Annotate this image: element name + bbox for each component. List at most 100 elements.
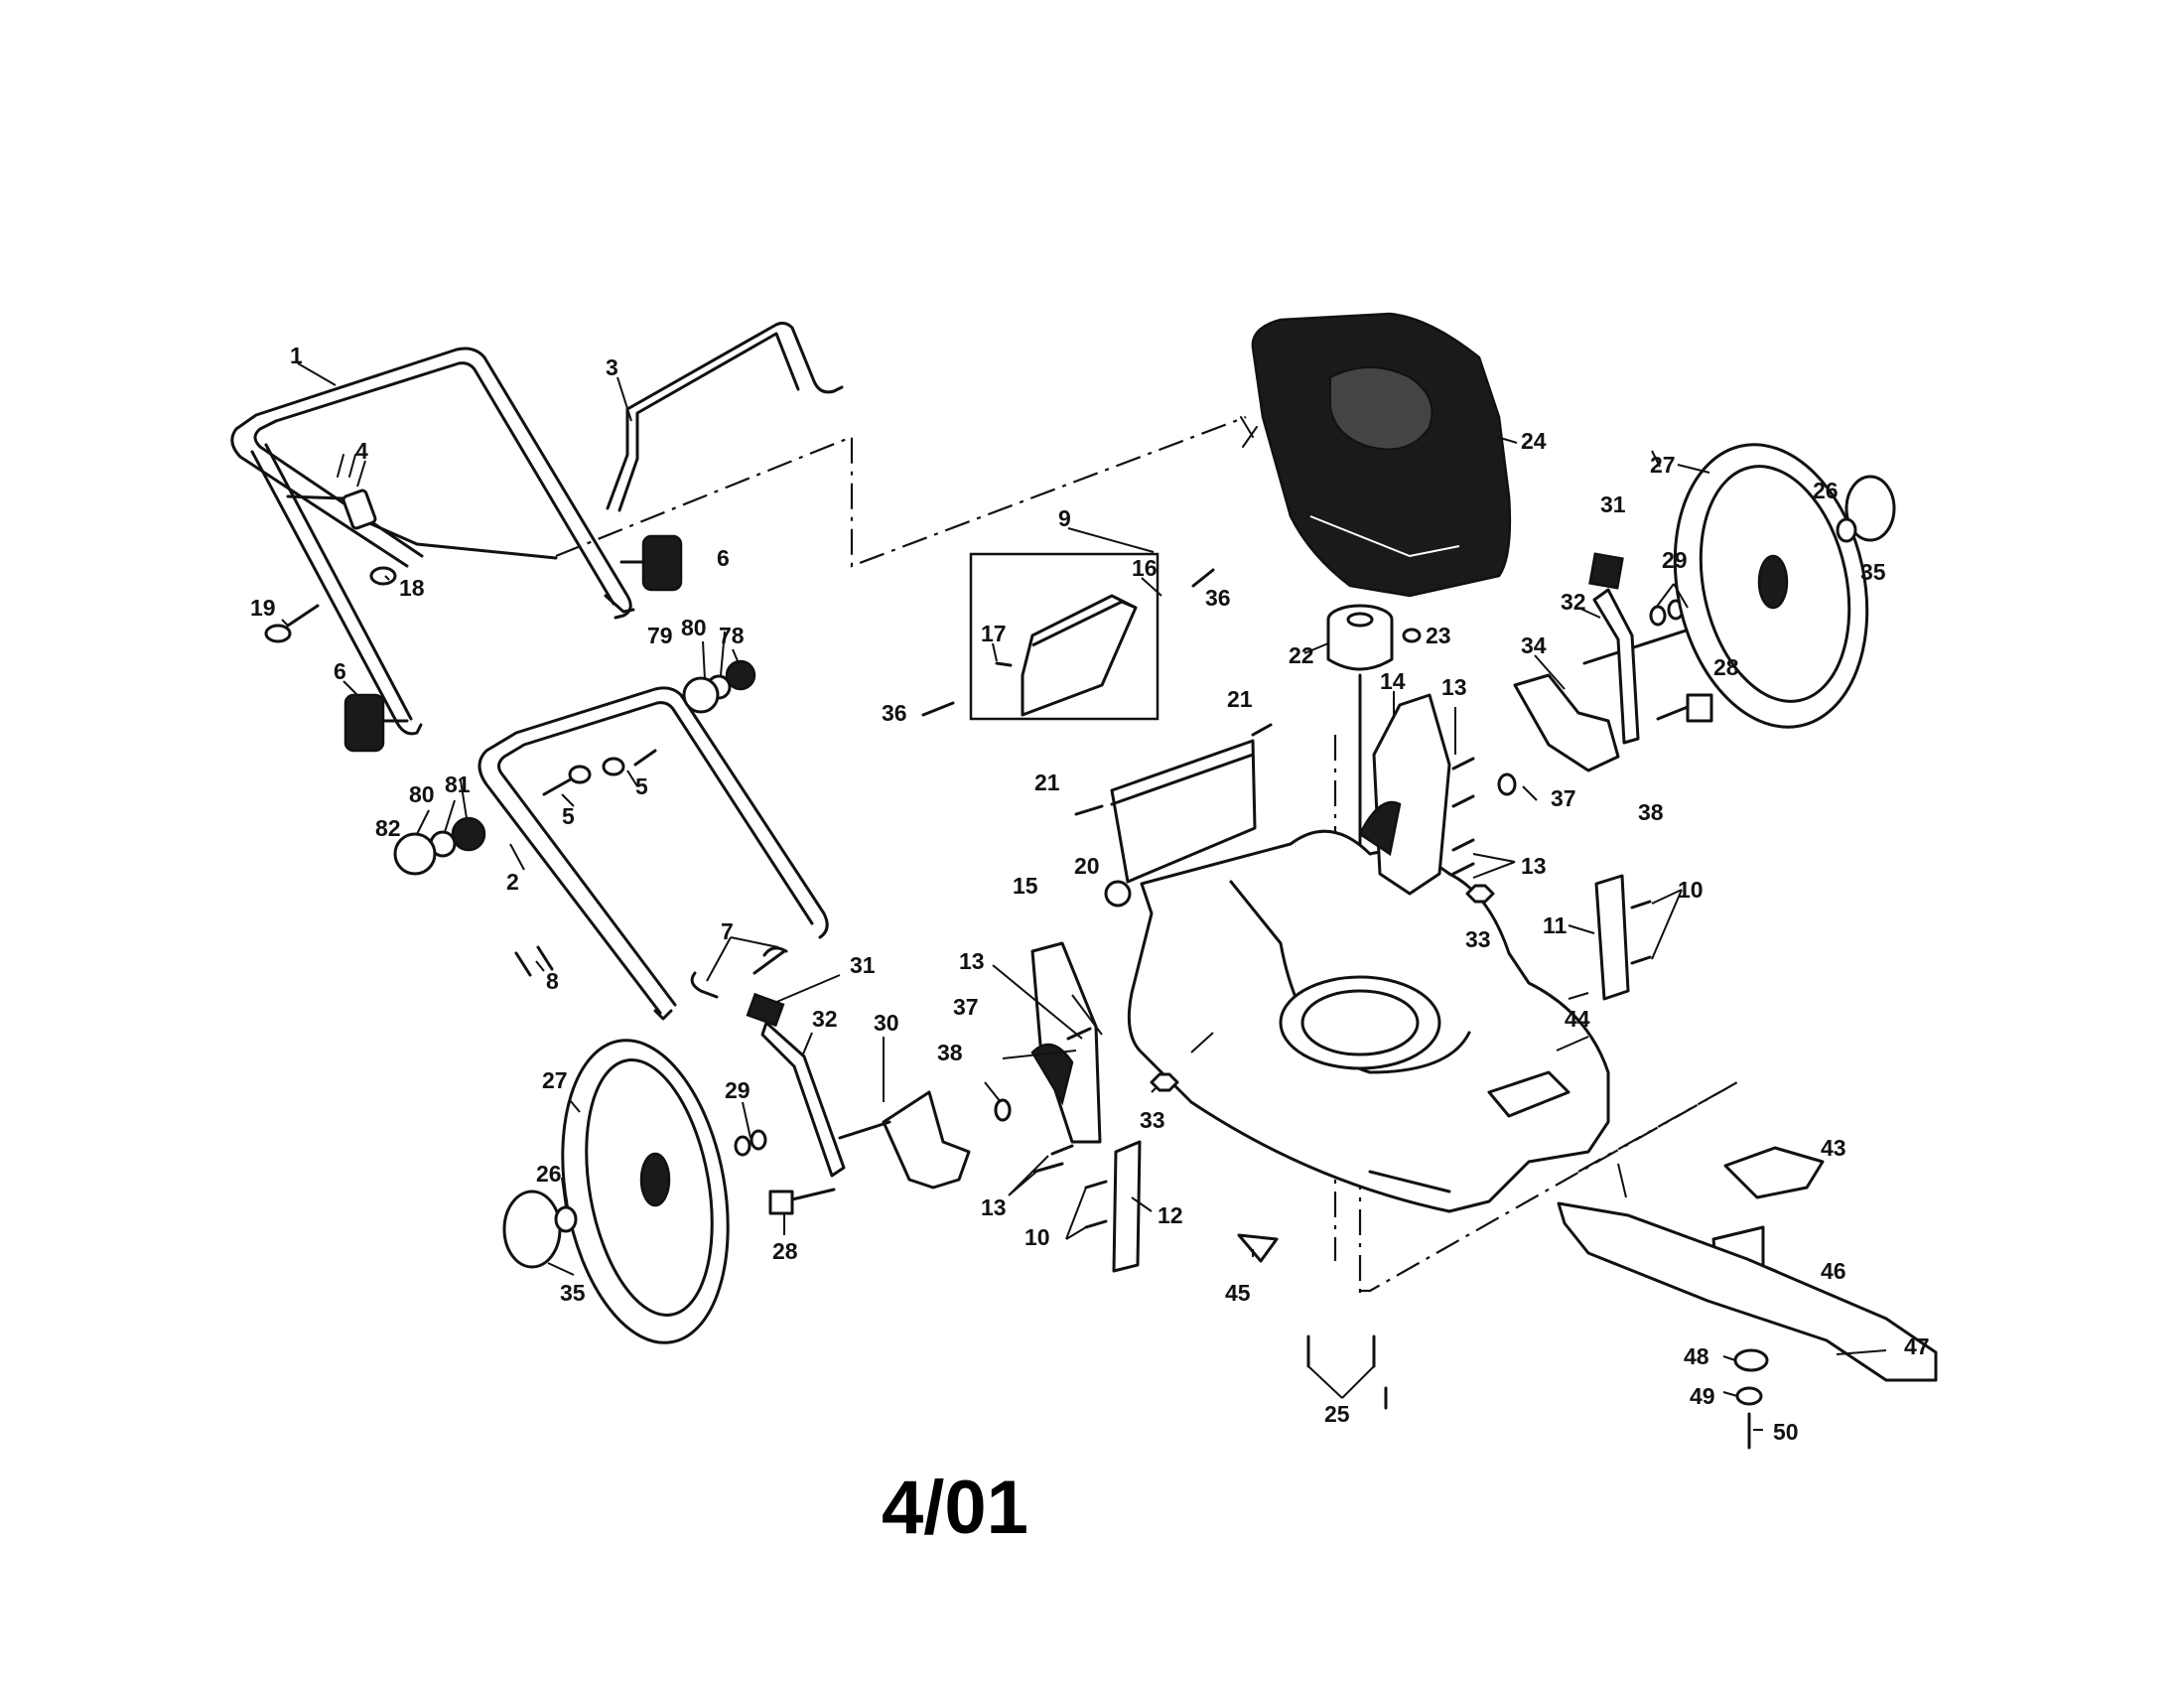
cable-tie [369,566,397,586]
callout-17: 17 [981,621,1007,646]
wheel-bolt [1656,693,1713,723]
callout-19: 19 [250,595,276,621]
chute-door-assembly [969,552,1160,721]
handle-bolt [542,749,657,796]
mower-blade [1557,1201,1938,1382]
callout-5: 5 [562,803,575,829]
callout-30: 30 [874,1010,899,1036]
callout-4: 4 [355,438,368,464]
callout-3: 3 [606,354,618,380]
throttle-cable [286,454,558,560]
adjuster-plate [1594,874,1652,1001]
callout-26: 26 [536,1161,562,1187]
callout-45: 45 [1225,1280,1251,1306]
callout-18: 18 [399,575,425,601]
callout-80: 80 [409,781,435,807]
engine [1240,312,1512,598]
callout-37: 37 [1551,785,1576,811]
hub-cap [1836,475,1896,543]
callout-36: 36 [1205,585,1231,611]
callout-13: 13 [981,1194,1007,1220]
callout-9: 9 [1058,505,1071,531]
callout-2: 2 [506,869,519,895]
callout-38: 38 [937,1040,963,1065]
callout-32: 32 [812,1006,838,1032]
callout-81: 81 [445,772,471,797]
bolt [1451,757,1475,876]
rear-wheel [561,1039,730,1344]
callout-33: 33 [1465,926,1491,952]
washer [734,1129,767,1157]
callout-1: 1 [290,343,303,368]
callout-6: 6 [334,658,346,684]
callout-78: 78 [719,623,745,648]
callout-7: 7 [721,918,734,944]
callout-38: 38 [1638,799,1664,825]
callout-34: 34 [1521,632,1547,658]
callout-35: 35 [1860,559,1886,585]
callout-27: 27 [542,1067,568,1093]
callout-5: 5 [635,773,648,799]
callout-13: 13 [959,948,985,974]
mower-deck [1127,829,1610,1213]
callout-16: 16 [1132,555,1158,581]
handle-knob [619,534,683,592]
adjuster-plate [1084,1140,1142,1273]
callout-29: 29 [1662,547,1688,573]
callout-6: 6 [717,545,730,571]
callout-21: 21 [1034,770,1060,795]
rear-flap [1074,723,1273,908]
rear-wheel [1673,443,1869,729]
callout-labels: 1 2 3 4 5 5 6 6 7 8 9 10 10 11 12 13 13 … [250,343,1930,1445]
callout-37: 37 [953,994,979,1020]
drive-pulley [1326,604,1422,846]
handle-bolt [514,945,554,977]
callout-11: 11 [1543,912,1568,938]
lower-handle [478,686,829,1021]
callout-36: 36 [882,700,907,726]
callout-27: 27 [1650,452,1676,478]
control-bar [606,321,844,512]
callout-12: 12 [1158,1202,1183,1228]
callout-46: 46 [1821,1258,1846,1284]
hub-cap [502,1190,578,1269]
height-adjuster-bracket [1030,941,1102,1144]
height-adjuster-bracket [1358,693,1451,896]
callout-10: 10 [1678,877,1704,903]
callout-82: 82 [375,815,401,841]
bolt [1032,1027,1092,1174]
nut [1150,884,1495,1092]
leader-lines [281,362,1887,1431]
knob-assembly [393,816,486,876]
callout-20: 20 [1074,853,1100,879]
blade-washer [1733,1348,1769,1450]
wheel-bolt [768,1188,836,1215]
callout-48: 48 [1684,1343,1709,1369]
callout-50: 50 [1773,1419,1799,1445]
callout-43: 43 [1821,1135,1846,1161]
diagram-date-code: 4/01 [882,1466,1028,1550]
knob-assembly [682,659,756,714]
callout-35: 35 [560,1280,586,1306]
callout-29: 29 [725,1077,751,1103]
callout-8: 8 [546,968,559,994]
callout-14: 14 [1380,668,1406,694]
callout-22: 22 [1289,642,1314,668]
callout-24: 24 [1521,428,1547,454]
callout-15: 15 [1013,873,1038,899]
callout-44: 44 [1565,1006,1590,1032]
callout-21: 21 [1227,686,1253,712]
height-lever [1588,552,1640,745]
handle-clip [690,946,788,999]
callout-10: 10 [1024,1224,1050,1250]
callout-28: 28 [772,1238,798,1264]
handle-knob [343,693,409,753]
callout-26: 26 [1813,478,1839,503]
callout-49: 49 [1690,1383,1715,1409]
callout-33: 33 [1140,1107,1165,1133]
chute-bolt [921,568,1215,717]
upper-handle [230,347,635,736]
callout-13: 13 [1521,853,1547,879]
callout-31: 31 [1600,491,1626,517]
